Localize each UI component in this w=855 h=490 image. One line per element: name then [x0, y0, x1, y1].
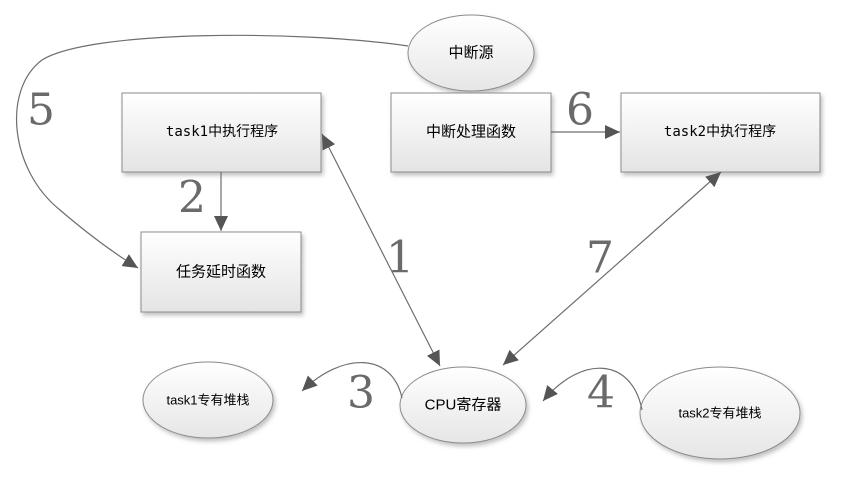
edge-label-5: 5: [27, 85, 55, 136]
edge-5-interrupt-to-delay: [15, 34, 409, 269]
edge-label-2: 2: [178, 173, 206, 224]
node-task2-stack: task2专有堆栈: [639, 366, 801, 460]
node-isr-label: 中断处理函数: [426, 124, 516, 141]
node-isr: 中断处理函数: [390, 92, 552, 173]
node-cpu-registers-label: CPU寄存器: [425, 396, 502, 414]
edge-label-4: 4: [587, 368, 615, 419]
edge-7-task2-cpu: [502, 171, 722, 366]
edge-label-1: 1: [386, 233, 414, 284]
node-task1-exec: task1中执行程序: [121, 92, 322, 173]
node-task2-exec: task2中执行程序: [620, 92, 821, 173]
node-task-delay-label: 任务延时函数: [176, 264, 266, 281]
node-task2-exec-label: task2中执行程序: [664, 124, 776, 140]
edge-1-task1-cpu: [321, 133, 441, 367]
node-task1-stack-label: task1专有堆栈: [166, 393, 249, 408]
edge-label-6: 6: [566, 85, 594, 136]
node-cpu-registers: CPU寄存器: [399, 366, 527, 444]
edge-label-3: 3: [347, 368, 375, 419]
node-interrupt-source: 中断源: [407, 14, 535, 92]
edge-label-7: 7: [586, 233, 614, 284]
edge-4-task2-stack-to-cpu: [542, 367, 643, 411]
edge-3-cpu-to-task1-stack: [301, 362, 403, 399]
node-task1-stack: task1专有堆栈: [142, 361, 274, 439]
node-interrupt-source-label: 中断源: [448, 45, 493, 62]
node-task2-stack-label: task2专有堆栈: [678, 406, 761, 421]
node-task-delay: 任务延时函数: [140, 231, 302, 313]
node-task1-exec-label: task1中执行程序: [166, 124, 278, 140]
